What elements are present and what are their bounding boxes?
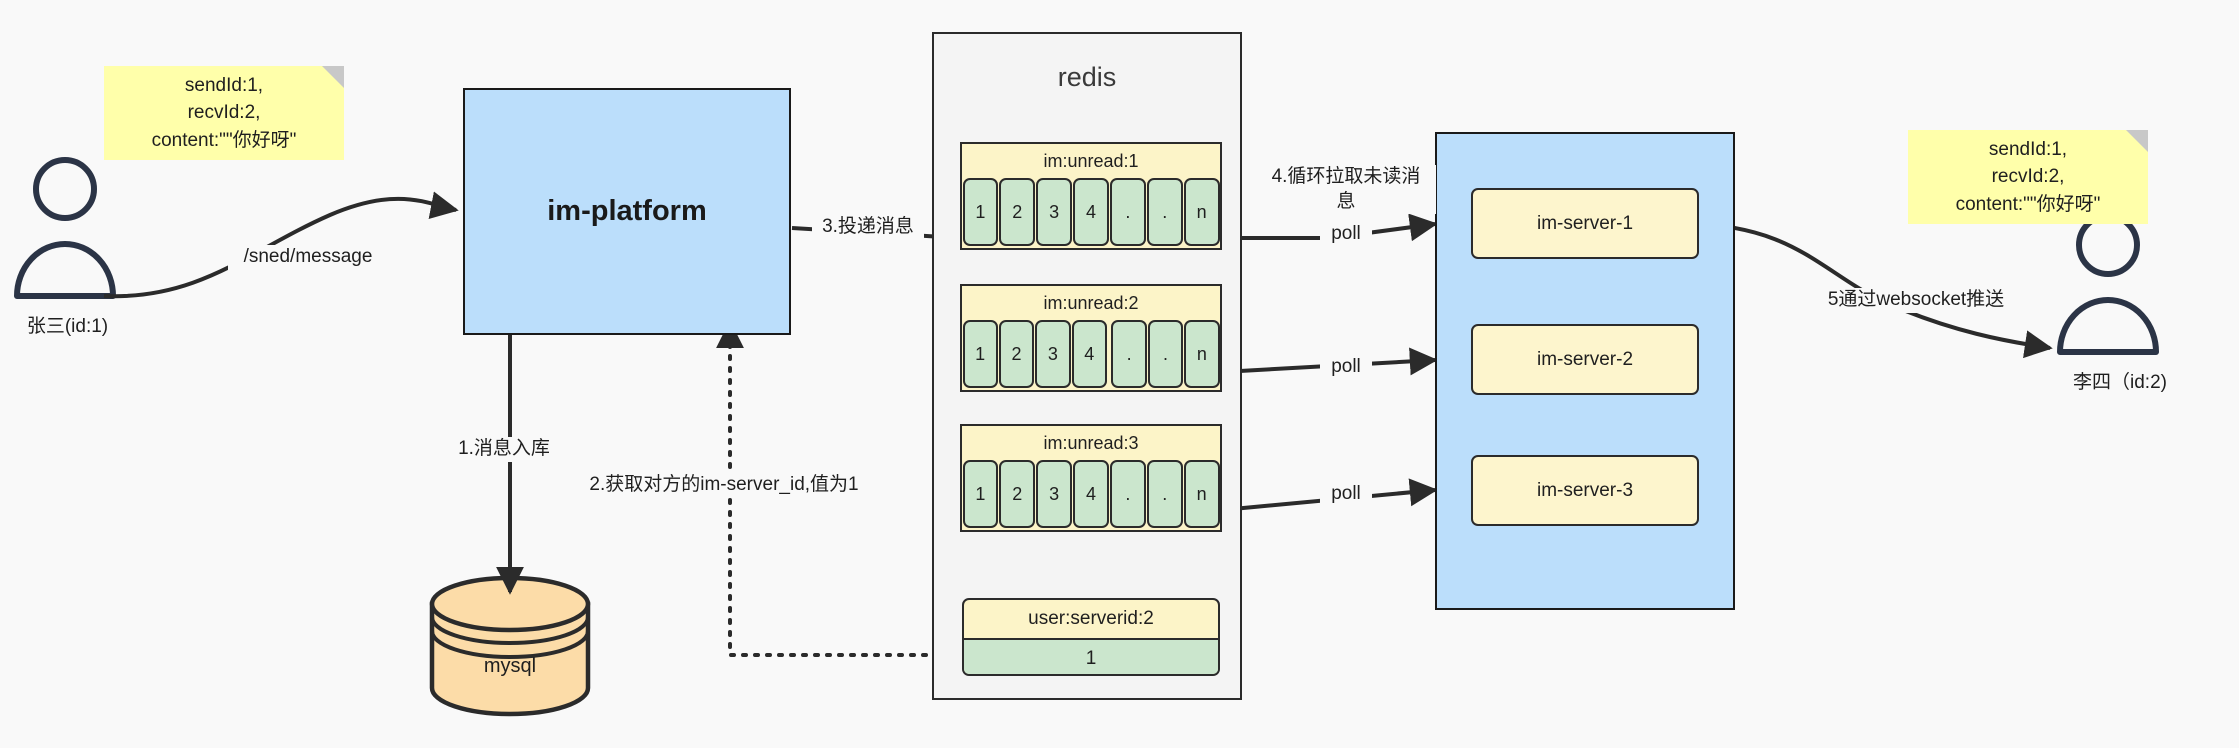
redis-queue-unread-2-key: im:unread:2: [1043, 292, 1139, 313]
im-server-2-node[interactable]: im-server-2: [1471, 324, 1699, 395]
mysql-label: mysql: [483, 655, 537, 677]
redis-queue-unread-3[interactable]: im:unread:3 1 2 3 4 . . n: [960, 424, 1222, 532]
queue-cell: n: [1184, 320, 1220, 388]
queue-cell: .: [1109, 460, 1146, 528]
queue-cell: 2: [998, 320, 1035, 388]
edge-label-poll-3: poll: [1320, 482, 1372, 507]
edge-label-poll-1: poll: [1320, 222, 1372, 247]
redis-queue-unread-2[interactable]: im:unread:2 1 2 3 4 . . n: [960, 284, 1222, 392]
im-server-2-label: im-server-2: [1536, 348, 1634, 370]
redis-kv-value: 1: [964, 638, 1218, 674]
im-server-3-node[interactable]: im-server-3: [1471, 455, 1699, 526]
queue-cell: n: [1183, 178, 1220, 246]
queue-cell: 4: [1073, 460, 1109, 528]
redis-title: redis: [1057, 62, 1117, 92]
im-platform-box[interactable]: im-platform: [463, 88, 791, 335]
queue-cell: 2: [999, 178, 1036, 246]
edge-label-poll-2: poll: [1320, 355, 1372, 380]
queue-cell: 1: [962, 320, 998, 388]
queue-cell: .: [1146, 178, 1183, 246]
queue-cell: 1: [962, 460, 999, 528]
edge-label-pull-unread: 4.循环拉取未读消 息: [1256, 165, 1436, 215]
redis-queue-unread-3-key: im:unread:3: [1043, 432, 1139, 453]
redis-queue-unread-1-cells: 1 2 3 4 . . n: [962, 178, 1220, 246]
edge-label-lookup-server: 2.获取对方的im-server_id,值为1: [574, 473, 874, 498]
redis-queue-unread-1[interactable]: im:unread:1 1 2 3 4 . . n: [960, 142, 1222, 250]
note-fold-icon: [2126, 130, 2148, 152]
queue-cell: 4: [1071, 320, 1107, 388]
redis-queue-unread-2-cells: 1 2 3 4 . . n: [962, 320, 1220, 388]
im-platform-label: im-platform: [547, 195, 707, 227]
receiver-label: 李四（id:2): [2073, 372, 2167, 393]
edge-label-deliver-message: 3.投递消息: [812, 215, 924, 240]
edge-label-store-message: 1.消息入库: [452, 437, 556, 462]
im-server-3-label: im-server-3: [1536, 479, 1634, 501]
sender-avatar-icon: [14, 157, 116, 299]
message-note-left: sendId:1, recvId:2, content:""你好呀": [104, 66, 344, 160]
receiver-avatar-icon: [2057, 213, 2159, 355]
note-fold-icon: [322, 66, 344, 88]
queue-cell: .: [1147, 320, 1184, 388]
queue-cell: .: [1109, 178, 1146, 246]
message-note-right: sendId:1, recvId:2, content:""你好呀": [1908, 130, 2148, 224]
queue-cell: n: [1183, 460, 1220, 528]
redis-queue-unread-1-key: im:unread:1: [1043, 150, 1139, 171]
queue-cell: 4: [1073, 178, 1109, 246]
redis-kv-user-serverid[interactable]: user:serverid:2 1: [962, 598, 1220, 676]
queue-cell: 3: [1036, 460, 1073, 528]
edge-label-send-message: /sned/message: [228, 245, 388, 270]
edge-label-push-websocket: 5通过websocket推送: [1786, 288, 2046, 313]
queue-cell: 3: [1036, 178, 1073, 246]
redis-queue-unread-3-cells: 1 2 3 4 . . n: [962, 460, 1220, 528]
sender-label: 张三(id:1): [26, 316, 109, 337]
queue-cell: .: [1146, 460, 1183, 528]
im-server-1-label: im-server-1: [1536, 212, 1634, 234]
queue-cell: .: [1111, 320, 1147, 388]
message-note-left-text: sendId:1, recvId:2, content:""你好呀": [151, 74, 297, 151]
queue-cell: 1: [962, 178, 999, 246]
message-note-right-text: sendId:1, recvId:2, content:""你好呀": [1955, 138, 2101, 215]
im-server-1-node[interactable]: im-server-1: [1471, 188, 1699, 259]
mysql-cylinder-icon: [429, 575, 591, 717]
queue-cell: 2: [999, 460, 1036, 528]
queue-cell: 3: [1035, 320, 1071, 388]
redis-kv-key: user:serverid:2: [1028, 608, 1154, 629]
